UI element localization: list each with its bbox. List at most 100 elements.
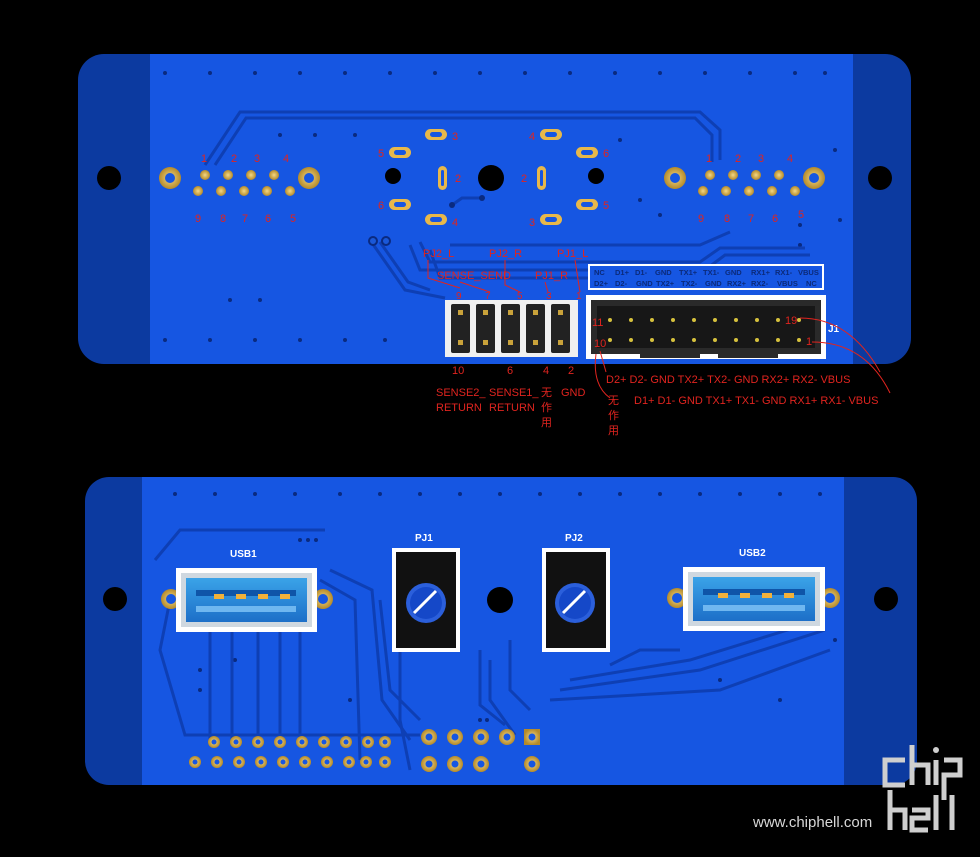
header-pin-number: 4	[543, 365, 549, 377]
j1-silk: D2+	[594, 279, 609, 288]
j1-silk: NC	[806, 279, 817, 288]
j1-silk: RX2-	[751, 279, 769, 288]
mount-hole	[103, 587, 127, 611]
j1-row-annotation: D1+ D1- GND TX1+ TX1- GND RX1+ RX1- VBUS	[634, 395, 878, 407]
net-label: PJ1_L	[557, 248, 588, 260]
j1-pin-number: 19	[785, 315, 797, 327]
net-label: 作	[541, 401, 552, 414]
j1-silk: GND	[725, 268, 742, 277]
j1-silk: GND	[655, 268, 672, 277]
net-label: SENSE2_	[436, 387, 486, 399]
right-9pin-connector	[664, 167, 825, 196]
pin-number: 4	[283, 153, 289, 165]
pin-number: 3	[254, 153, 260, 165]
j1-pin-number: 11	[592, 317, 603, 329]
board-hole	[385, 168, 401, 184]
pin-number: 8	[220, 213, 226, 225]
usb1-label: USB1	[230, 549, 257, 560]
j1-silk: TX1-	[703, 268, 720, 277]
header-pin-number: 5	[517, 291, 523, 302]
j1-silk: VBUS	[777, 279, 798, 288]
header-pin-number: 6	[507, 365, 513, 377]
jack-pin-label: 6	[603, 148, 609, 160]
j1-silk: TX2-	[681, 279, 698, 288]
j1-silk: TX2+	[656, 279, 675, 288]
jack-pin-label: 6	[378, 200, 384, 212]
usb1-port	[161, 568, 333, 632]
net-label: SENSE_SEND	[437, 270, 511, 282]
pin-number: 3	[758, 153, 764, 165]
pin-number: 8	[724, 213, 730, 225]
traces	[203, 110, 810, 300]
jack-pin-label: 4	[529, 131, 535, 143]
net-label: PJ1_R	[535, 270, 568, 282]
pin-number: 2	[231, 153, 237, 165]
pj2-label: PJ2	[565, 533, 583, 544]
header-pin-number: 10	[452, 365, 464, 377]
j1-silk: NC	[594, 268, 605, 277]
net-label: 无	[541, 387, 552, 399]
jack-pin-label: 3	[529, 217, 535, 229]
pin-header-19	[189, 736, 391, 768]
j1-pin-number: 1	[806, 336, 812, 348]
pin-number: 7	[242, 213, 248, 225]
j1-row-annotation: D2+ D2- GND TX2+ TX2- GND RX2+ RX2- VBUS	[606, 374, 850, 386]
header-pin-number: 9	[456, 291, 462, 302]
j1-connector	[586, 264, 826, 359]
watermark: www.chiphell.com	[752, 745, 963, 833]
j1-noop: 无	[608, 395, 619, 407]
header-pin-number: 3	[546, 291, 552, 302]
via-row	[163, 71, 842, 342]
pin-number: 4	[787, 153, 793, 165]
mount-hole	[868, 166, 892, 190]
j1-noop: 用	[608, 425, 619, 437]
pin-number: 6	[265, 213, 271, 225]
j1-designator: J1	[828, 324, 840, 335]
j1-silk: D2-	[615, 279, 628, 288]
j1-silk: RX1-	[775, 268, 793, 277]
net-label: PJ2_L	[423, 248, 454, 260]
pj1-label: PJ1	[415, 533, 433, 544]
j1-noop: 作	[608, 409, 619, 422]
pin-number: 9	[698, 213, 704, 225]
header-pin-number: 2	[568, 365, 574, 377]
j1-silk: GND	[705, 279, 722, 288]
net-label: RETURN	[489, 402, 535, 414]
traces	[153, 528, 831, 771]
jack-pin-label: 2	[521, 173, 527, 185]
mount-hole	[97, 166, 121, 190]
left-9pin-connector	[159, 167, 320, 196]
usb2-label: USB2	[739, 548, 766, 559]
net-label: GND	[561, 387, 586, 399]
pin-number: 1	[706, 153, 712, 165]
pj2-jack	[542, 548, 610, 652]
board-hole	[487, 587, 513, 613]
pin-number: 5	[798, 209, 804, 221]
jack-pin-label: 3	[452, 131, 458, 143]
pin-number: 6	[772, 213, 778, 225]
j1-silk-row1: NC D1+ D1- GND TX1+ TX1- GND RX1+ RX1- V…	[594, 268, 819, 277]
pin-header-9	[421, 729, 540, 772]
net-label: 用	[541, 417, 552, 429]
top-board: NC D1+ D1- GND TX1+ TX1- GND RX1+ RX1- V…	[78, 54, 911, 364]
annotations-top: 1 2 3 4 9 8 7 6 5 1 2 3 4 9 8 7 6 5 3 5 …	[195, 131, 891, 437]
pin-number: 9	[195, 213, 201, 225]
pj1-jack	[392, 548, 460, 652]
board-hole	[588, 168, 604, 184]
jack-pin-label: 4	[452, 217, 458, 229]
header-pin-number: 7	[485, 291, 491, 302]
j1-pin-number: 10	[594, 338, 606, 350]
net-label: SENSE1_	[489, 387, 539, 399]
2x5-header	[445, 300, 578, 357]
j1-silk: VBUS	[798, 268, 819, 277]
j1-silk-row2: D2+ D2- GND TX2+ TX2- GND RX2+ RX2- VBUS…	[594, 279, 817, 288]
pin-number: 1	[201, 153, 207, 165]
j1-silk: RX1+	[751, 268, 771, 277]
pin-number: 7	[748, 213, 754, 225]
j1-silk: D1+	[615, 268, 630, 277]
pin-number: 5	[290, 213, 296, 225]
pin-number: 2	[735, 153, 741, 165]
bottom-board: USB1 USB2 PJ1 P	[85, 477, 917, 785]
usb2-port	[667, 567, 840, 631]
